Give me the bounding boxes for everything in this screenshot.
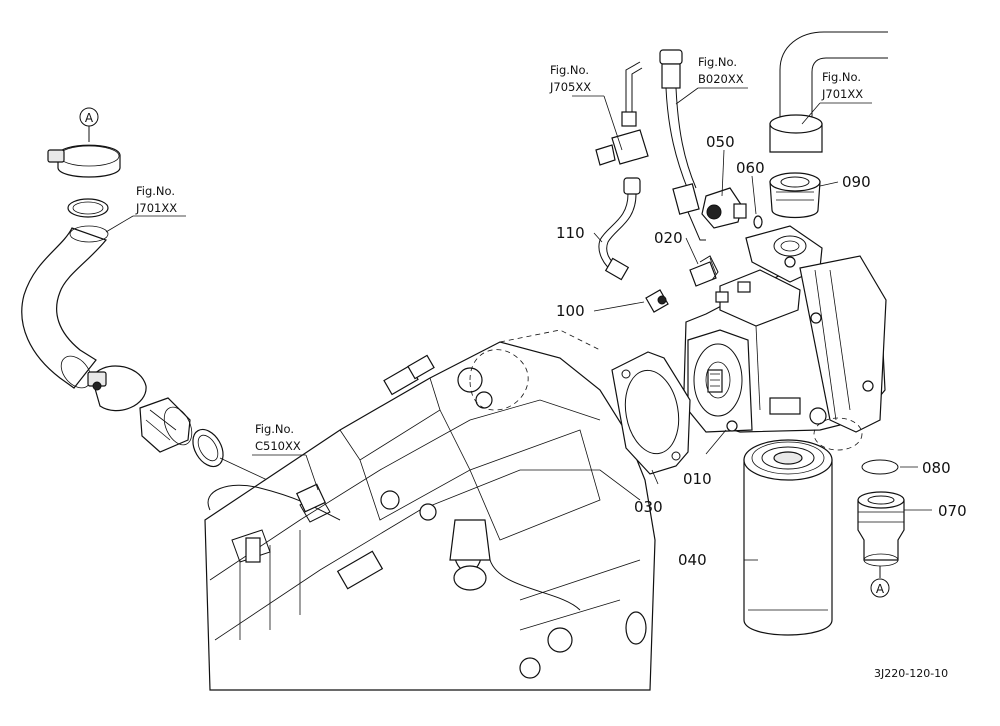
part-number-010[interactable]: 010 bbox=[683, 470, 712, 488]
part-number-060[interactable]: 060 bbox=[736, 159, 765, 177]
oring-080[interactable] bbox=[861, 459, 899, 475]
fig-ref-c510-code[interactable]: C510XX bbox=[255, 439, 301, 453]
part-number-030[interactable]: 030 bbox=[634, 498, 663, 516]
adapter-070[interactable] bbox=[857, 499, 905, 561]
transmission-housing bbox=[204, 329, 656, 691]
part-numbers: 010 020 030 040 050 060 070 080 090 100 … bbox=[556, 133, 967, 569]
part-number-110[interactable]: 110 bbox=[556, 224, 585, 242]
figure-id: 3J220-120-10 bbox=[874, 667, 948, 680]
hose-clamp-top[interactable] bbox=[57, 144, 121, 178]
hose-oring[interactable] bbox=[187, 424, 230, 472]
fig-ref-j701-left-label: Fig.No. bbox=[136, 184, 175, 198]
fig-ref-j701-right-code[interactable]: J701XX bbox=[821, 87, 863, 101]
fig-ref-c510-label: Fig.No. bbox=[255, 422, 294, 436]
fig-ref-j701-right-label: Fig.No. bbox=[822, 70, 861, 84]
fig-ref-b020-label: Fig.No. bbox=[698, 55, 737, 69]
pipe-110[interactable] bbox=[625, 61, 641, 112]
part-number-070[interactable]: 070 bbox=[938, 502, 967, 520]
upper-hose-090 bbox=[769, 31, 888, 219]
fig-ref-j705-code[interactable]: J705XX bbox=[549, 80, 591, 94]
part-number-040[interactable]: 040 bbox=[678, 551, 707, 569]
plug-100[interactable] bbox=[645, 289, 669, 313]
fig-ref-b020-code[interactable]: B020XX bbox=[698, 72, 744, 86]
left-hose-assembly: A bbox=[21, 107, 311, 501]
hose-pipe[interactable] bbox=[21, 227, 108, 389]
callout-a-bottom-label: A bbox=[876, 582, 885, 596]
figure-references: Fig.No. J705XX Fig.No. B020XX Fig.No. J7… bbox=[135, 55, 863, 453]
part-number-100[interactable]: 100 bbox=[556, 302, 585, 320]
lower-fittings: A bbox=[857, 459, 905, 598]
sensor-harness bbox=[659, 49, 706, 241]
part-number-090[interactable]: 090 bbox=[842, 173, 871, 191]
oring-060[interactable] bbox=[753, 215, 763, 229]
part-number-050[interactable]: 050 bbox=[706, 133, 735, 151]
bolt-020[interactable] bbox=[689, 255, 719, 287]
fig-ref-j701-left-code[interactable]: J701XX bbox=[135, 201, 177, 215]
oil-filter-040[interactable] bbox=[743, 439, 833, 636]
fitting-050-060 bbox=[701, 187, 763, 229]
hydraulic-pump-010[interactable] bbox=[683, 225, 887, 451]
callout-a-top-label: A bbox=[85, 111, 94, 125]
part-number-080[interactable]: 080 bbox=[922, 459, 951, 477]
callout-a-bottom-icon[interactable] bbox=[870, 578, 890, 598]
leader-lines bbox=[105, 87, 932, 561]
pipe-assembly-110 bbox=[595, 61, 649, 281]
gasket-030[interactable] bbox=[611, 351, 691, 475]
part-number-020[interactable]: 020 bbox=[654, 229, 683, 247]
fig-ref-j705-label: Fig.No. bbox=[550, 63, 589, 77]
